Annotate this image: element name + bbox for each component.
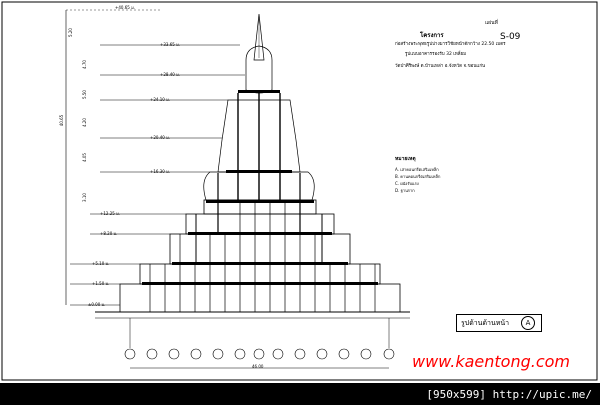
level-5: +16.30 ม. [150,169,170,174]
dim-5: 4.05 [81,153,87,162]
dim-4: 4.20 [81,118,87,127]
legend-item: A. เสาคอนกรีตเสริมเหล็ก [395,167,439,172]
dim-2: 4.70 [81,60,87,69]
view-title: รูปด้านด้านหน้า [461,319,510,327]
project-info-3: วัดป่าศิริพงษ์ ต.บ้านเหล่า อ.จังหวัด จ.ข… [395,64,486,69]
dim-3: 5.50 [81,90,87,99]
sheet-number: S-09 [500,32,521,42]
level-9: +1.50 ม. [92,281,110,286]
level-4: +20.40 ม. [150,135,170,140]
legend-item: B. คานคอนกรีตเสริมเหล็ก [395,174,441,179]
watermark: www.kaentong.com [412,352,570,371]
dim-width: 46.00 [252,364,264,369]
caption-bar: [950x599] http://upic.me/ [0,383,600,405]
legend-item: C. ผนังรับแรง [395,181,419,186]
level-top: +40.65 ม. [115,5,135,10]
level-ticks [70,44,245,306]
level-ground: ±0.00 ม. [88,302,106,307]
project-title: โครงการ [420,32,444,39]
level-6: +12.25 ม. [100,211,120,216]
level-3: +24.10 ม. [150,97,170,102]
level-2: +28.40 ม. [160,72,180,77]
project-info-1: ก่อสร้างพระพุทธรูปปางมารวิชัยหน้าตักกว้า… [395,42,506,47]
view-title-box: รูปด้านด้านหน้า A [456,314,542,332]
legend-item: D. ฐานราก [395,188,415,193]
level-7: +8.20 ม. [100,231,118,236]
dim-6: 3.10 [81,193,87,202]
sheet-label: แผ่นที่ [485,20,498,26]
dim-overall: 40.65 [59,114,65,127]
view-marker: A [521,316,535,330]
project-info-2: รูปแบบอาคารรองรับ 32 เหลี่ยม [405,52,467,57]
dim-1: 5.20 [67,28,73,37]
image-caption: [950x599] http://upic.me/ [426,388,592,401]
level-8: +5.10 ม. [92,261,110,266]
legend-title: หมายเหตุ [395,156,416,162]
level-1: +33.65 ม. [160,42,180,47]
